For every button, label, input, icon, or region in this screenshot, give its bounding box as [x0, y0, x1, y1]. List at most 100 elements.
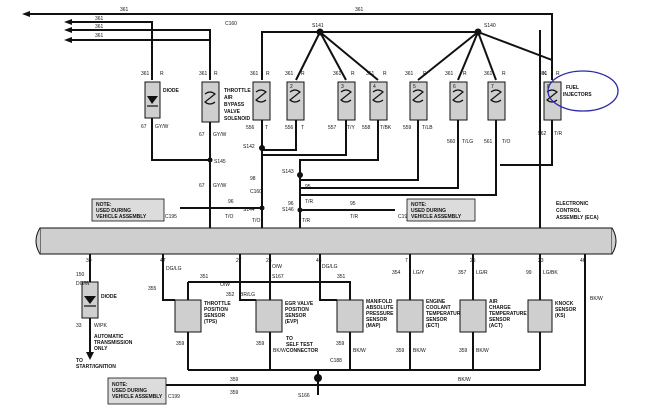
- wire-label: GY/W: [155, 124, 169, 130]
- wire-label: BK/W: [476, 348, 489, 354]
- wire-label: 361: [405, 71, 414, 77]
- wire-label: 361: [199, 71, 208, 77]
- wire-label: BK/W: [458, 377, 471, 383]
- diode-label: DIODE: [163, 88, 180, 94]
- auto-trans-label: TRANSMISSION: [94, 340, 133, 346]
- wire-label: T/Y: [347, 125, 355, 131]
- injector-number: 7: [491, 84, 494, 90]
- evp-label: POSITION: [285, 307, 309, 313]
- wire-label: 96: [228, 199, 234, 205]
- note-line: VEHICLE ASSEMBLY: [96, 214, 147, 220]
- tps-label: POSITION: [204, 307, 228, 313]
- wire-label: 67: [199, 183, 205, 189]
- note-vehicle-assembly-right: NOTE: USED DURING VEHICLE ASSEMBLY: [406, 198, 476, 222]
- diode-label: DIODE: [101, 294, 118, 300]
- wire-label: 361: [539, 71, 548, 77]
- eca-module-bar: [35, 227, 617, 255]
- wire-label: 361: [333, 71, 342, 77]
- fuel-injectors-label-1: FUEL: [566, 85, 579, 91]
- wire-label: LG/R: [476, 270, 488, 276]
- eca-label-2: CONTROL: [556, 208, 581, 214]
- wire-label: 361: [484, 71, 493, 77]
- wire-label: BK/W: [353, 348, 366, 354]
- act-label: AIR: [489, 299, 498, 305]
- wire-label: 351: [200, 274, 209, 280]
- evp-label: EGR VALVE: [285, 301, 314, 307]
- ect-label: ENGINE: [426, 299, 446, 305]
- wire-label: 67: [141, 124, 147, 130]
- wire-label: R: [423, 71, 427, 77]
- auto-trans-label: AUTOMATIC: [94, 334, 124, 340]
- solenoid-label-1: THROTTLE: [224, 88, 251, 94]
- sensor-tps: THROTTLE POSITION SENSOR (TPS) 355 DG/LG…: [148, 254, 231, 370]
- wire-label: BK/W: [413, 348, 426, 354]
- knock-label: (KS): [555, 313, 566, 319]
- start-label: TO: [76, 358, 83, 364]
- wire-label: R: [214, 71, 218, 77]
- note-line: VEHICLE ASSEMBLY: [112, 394, 163, 400]
- splice-label: S146: [282, 207, 294, 213]
- note-line: NOTE:: [96, 202, 112, 208]
- injector-1: 361 R 556 T: [246, 71, 271, 131]
- solenoid-label-5: SOLENOID: [224, 116, 251, 122]
- note-line: USED DURING: [112, 388, 147, 394]
- splice-label: S141: [312, 23, 324, 29]
- wire-label: R: [502, 71, 506, 77]
- wire-label: 33: [76, 323, 82, 329]
- act-label: CHARGE: [489, 305, 511, 311]
- wire-label: 351: [337, 274, 346, 280]
- note-line: USED DURING: [411, 208, 446, 214]
- wire-label: 560: [447, 139, 456, 145]
- wire-label: LG/BK: [543, 270, 558, 276]
- pin-label: 26: [266, 258, 272, 264]
- self-test-label: TO: [286, 336, 293, 342]
- wire-label: 359: [176, 341, 185, 347]
- wire-label: 558: [362, 125, 371, 131]
- tps-label: THROTTLE: [204, 301, 231, 307]
- splice-label: S145: [214, 159, 226, 165]
- wire-label: T/O: [225, 214, 233, 220]
- wire-label: 359: [396, 348, 405, 354]
- wire-label: T: [301, 125, 304, 131]
- wire-label: 562: [538, 131, 547, 137]
- wire-label: DG/LG: [166, 266, 182, 272]
- pin-label: 27: [236, 258, 242, 264]
- splice-label: S140: [484, 23, 496, 29]
- wire-label: BK/W: [590, 296, 603, 302]
- fuel-injectors-label-2: INJECTORS: [563, 92, 592, 98]
- top-diode: DIODE 361 R 67 GY/W: [141, 71, 210, 161]
- ect-label: (ECT): [426, 323, 440, 329]
- knock-label: KNOCK: [555, 301, 574, 307]
- wire-label: T/BK: [380, 125, 392, 131]
- wire-label: 359: [230, 377, 239, 383]
- wire-label: R: [383, 71, 387, 77]
- splice-label: S143: [282, 169, 294, 175]
- tps-label: SENSOR: [204, 313, 226, 319]
- wire-label: 359: [256, 341, 265, 347]
- wire-label: R: [351, 71, 355, 77]
- wire-label: T/R: [305, 199, 313, 205]
- splice-label: S166: [298, 393, 310, 399]
- splice-label: S142: [243, 144, 255, 150]
- injector-7: 361 R 7 561 T/O: [484, 71, 510, 145]
- self-test-label: CONNECTOR: [286, 348, 319, 354]
- splice-label: S167: [272, 274, 284, 280]
- sensor-act: AIR CHARGE TEMPERATURE SENSOR (ACT) 357 …: [458, 254, 527, 370]
- wire-label: 557: [328, 125, 337, 131]
- wire-label: 96: [288, 201, 294, 207]
- ect-label: SENSOR: [426, 317, 448, 323]
- pin-label: 30: [86, 258, 92, 264]
- map-label: SENSOR: [366, 317, 388, 323]
- wire-label: 361: [95, 16, 104, 22]
- pin-label: 46: [580, 258, 586, 264]
- injector-number: 3: [341, 84, 344, 90]
- tps-label: (TPS): [204, 319, 217, 325]
- mid-harness: 98 C160 96 S144 T/O 96 S146 95 T/R 95 T/…: [165, 30, 547, 237]
- pin-label: 45: [316, 258, 322, 264]
- note-line: VEHICLE ASSEMBLY: [411, 214, 462, 220]
- wire-label: 561: [484, 139, 493, 145]
- splice-label: S144: [243, 207, 255, 213]
- solenoid-label-2: AIR: [224, 95, 233, 101]
- wire-label: 354: [392, 270, 401, 276]
- injector-4: 361 R 4 558 T/BK: [362, 71, 392, 131]
